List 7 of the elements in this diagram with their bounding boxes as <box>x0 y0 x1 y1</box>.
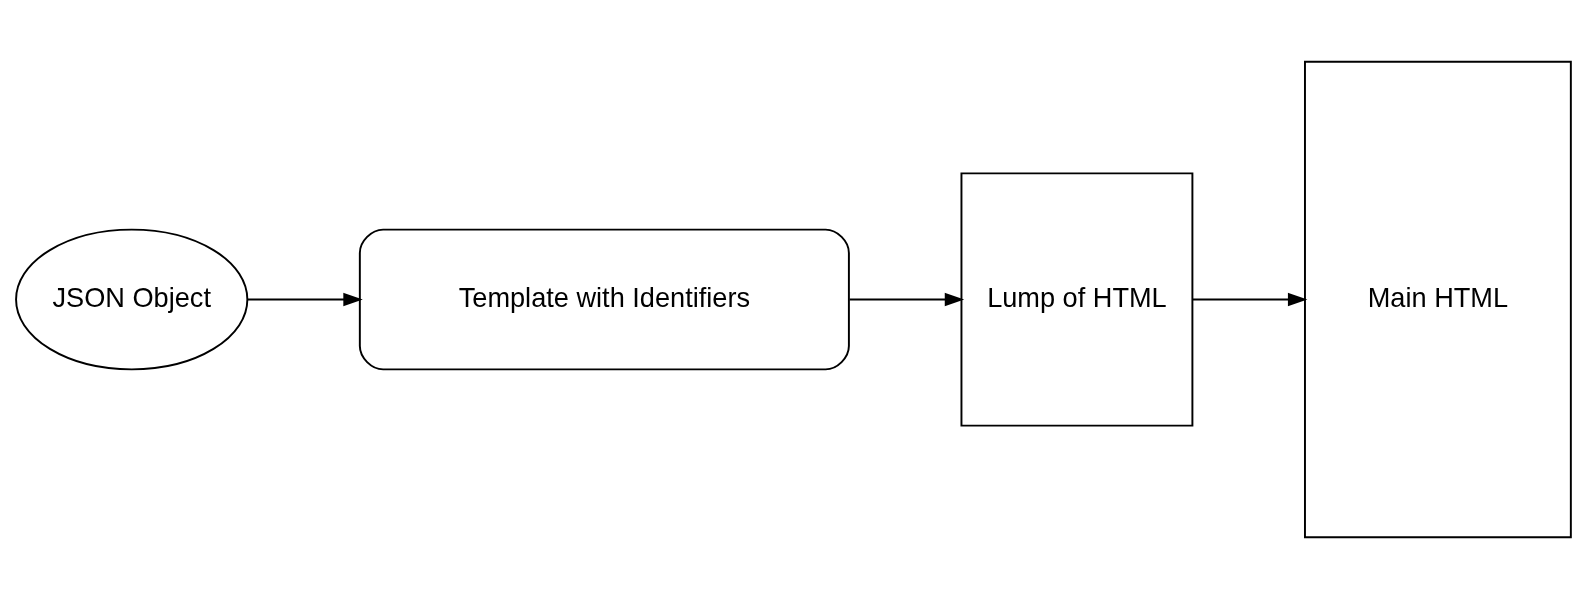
arrow <box>1191 292 1308 307</box>
node-box: Lump of HTML <box>960 172 1194 427</box>
node-box: Main HTML <box>1304 60 1572 539</box>
arrow <box>246 292 363 307</box>
node-box: Template with Identifiers <box>358 228 850 371</box>
node-ellipse: JSON Object <box>15 228 249 371</box>
arrow <box>848 292 965 307</box>
